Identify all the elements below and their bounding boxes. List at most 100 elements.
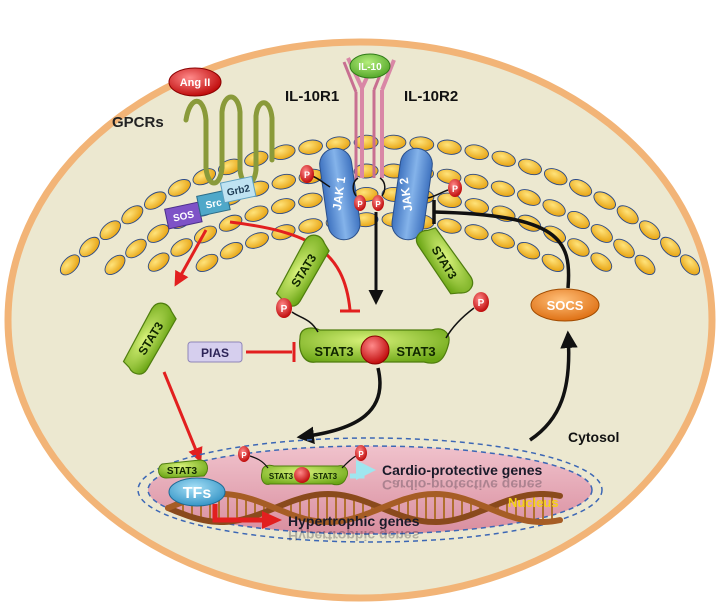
- phospho-jak2: [448, 179, 462, 197]
- src-label: Src: [205, 197, 223, 211]
- membrane-lipid-bead: [121, 205, 144, 225]
- nuclear-stat3-label: STAT3: [167, 466, 198, 477]
- membrane-lipid-bead: [59, 254, 81, 276]
- dimer-phospho-right-label: P: [478, 298, 485, 309]
- arrow-src-to-stat3: [174, 229, 208, 287]
- tfs-complex: [168, 477, 226, 507]
- socs-inhibit-curve: [433, 210, 571, 289]
- membrane-lipid-bead: [298, 192, 323, 208]
- membrane-lipid-bead: [517, 189, 541, 206]
- phospho-jak1-label: P: [304, 170, 310, 180]
- membrane-lipid-bead: [590, 252, 613, 272]
- membrane-lipid-bead: [569, 179, 593, 197]
- nucleus-label: Nucleus: [508, 495, 559, 510]
- membrane-lipid-bead: [125, 238, 147, 259]
- membrane-lipid-bead: [491, 232, 515, 249]
- dimer-phospho-core: [360, 335, 390, 365]
- dimer-phospho-right: [473, 292, 489, 312]
- membrane-lipid-bead: [271, 198, 296, 215]
- jak1-label: JAK 1: [330, 175, 349, 211]
- membrane-lipid-bead: [195, 253, 219, 272]
- dna-dimer-core: [294, 467, 310, 483]
- phospho-r2: [372, 195, 384, 211]
- membrane-lipid-bead: [639, 220, 661, 241]
- membrane-lipid-bead: [516, 242, 541, 260]
- grb2-box: [219, 175, 257, 204]
- phospho-r1: [354, 195, 366, 211]
- membrane-lipid-bead: [490, 180, 515, 197]
- jak2-kinase: [391, 147, 433, 241]
- il10r1-label: IL-10R1: [285, 88, 339, 105]
- membrane-lipid-bead: [244, 205, 269, 222]
- membrane-lipid-bead: [616, 205, 639, 225]
- membrane-lipid-bead: [79, 236, 100, 258]
- membrane-lipid-bead: [567, 210, 590, 230]
- membrane-lipid-bead: [167, 179, 191, 197]
- membrane-lipid-bead: [593, 191, 616, 210]
- cytosol-label: Cytosol: [568, 429, 619, 445]
- hypertrophic-arrow-stem: [212, 504, 262, 523]
- membrane-lipid-bead: [518, 158, 542, 176]
- dna-dimer-stat3-left: STAT3: [269, 472, 294, 481]
- dimer-stat3-left: STAT3: [314, 344, 353, 359]
- membrane-lipid-bead: [271, 173, 297, 190]
- phospho-jak2-label: P: [452, 184, 458, 194]
- membrane-lipid-bead: [491, 150, 516, 167]
- membrane-lipid-bead: [464, 224, 489, 241]
- membrane-lipid-bead: [144, 191, 167, 210]
- il10-label: IL-10: [358, 62, 382, 73]
- arrow-stat3-to-nucleus: [162, 371, 203, 463]
- hypertrophic-genes-label: Hypertrophic genes: [288, 513, 420, 529]
- membrane-lipid-bead: [245, 232, 269, 249]
- socs-label: SOCS: [547, 298, 584, 313]
- membrane-lipid-bead: [381, 134, 407, 150]
- membrane-lipid-bead: [219, 242, 244, 260]
- hypertrophic-arrow-head: [262, 511, 282, 529]
- arrow-dimer-to-nucleus: [296, 367, 382, 445]
- tfs-label: TFs: [183, 485, 212, 502]
- adaptor-complex: SOS Src Grb2: [164, 175, 257, 230]
- membrane-lipid-bead: [660, 236, 681, 258]
- ang-ii-ligand: [168, 67, 222, 97]
- pias-box: [187, 341, 243, 363]
- membrane-lipid-bead: [99, 220, 121, 241]
- membrane-lipid-bead: [170, 238, 193, 257]
- membrane-lipid-bead: [543, 168, 568, 186]
- membrane-lipid-bead: [463, 173, 489, 190]
- phospho-jak1: [300, 165, 314, 183]
- dna-dimer-phospho-right-label: P: [358, 450, 364, 459]
- nuclear-envelope-outer: [137, 437, 603, 543]
- jak2-label: JAK 2: [397, 176, 416, 212]
- socs-protein: [530, 288, 600, 322]
- dna-dimer-stat3-right: STAT3: [313, 472, 338, 481]
- membrane-lipid-bead: [590, 224, 613, 243]
- cyan-transcription-arrow: [350, 460, 376, 480]
- dimer-stat3-right: STAT3: [396, 344, 435, 359]
- nuclear-stat3: [158, 459, 208, 479]
- dna-dimer-phospho-left-label: P: [241, 451, 247, 460]
- dna-dimer-phospho-left: [238, 446, 250, 462]
- jak1-kinase: [319, 147, 361, 241]
- membrane-lipid-bead: [147, 252, 170, 272]
- grb2-label: Grb2: [226, 183, 252, 199]
- gpcrs-label: GPCRs: [112, 114, 164, 131]
- il10-ligand: [349, 53, 391, 79]
- hypertrophic-genes-reflection: Hypertrophic genes: [288, 528, 420, 544]
- pias-label: PIAS: [201, 346, 229, 360]
- dimer-phospho-left-label: P: [281, 304, 288, 315]
- membrane-lipid-bead: [298, 139, 323, 155]
- membrane-lipid-bead: [567, 238, 590, 257]
- dna-strand: [165, 490, 563, 526]
- phospho-r2-label: P: [375, 200, 381, 209]
- membrane-lipid-bead: [613, 238, 635, 259]
- membrane-lipid-bead: [298, 218, 323, 234]
- il10r2-label: IL-10R2: [404, 88, 458, 105]
- arrow-nucleus-to-socs: [529, 330, 578, 442]
- sos-label: SOS: [172, 209, 195, 224]
- membrane-lipid-bead: [542, 199, 566, 217]
- membrane-lipid-bead: [437, 139, 462, 155]
- phospho-r1-label: P: [357, 200, 363, 209]
- membrane-lipid-bead: [541, 253, 565, 272]
- cardio-protective-genes-label: Cardio-protective genes: [382, 462, 542, 478]
